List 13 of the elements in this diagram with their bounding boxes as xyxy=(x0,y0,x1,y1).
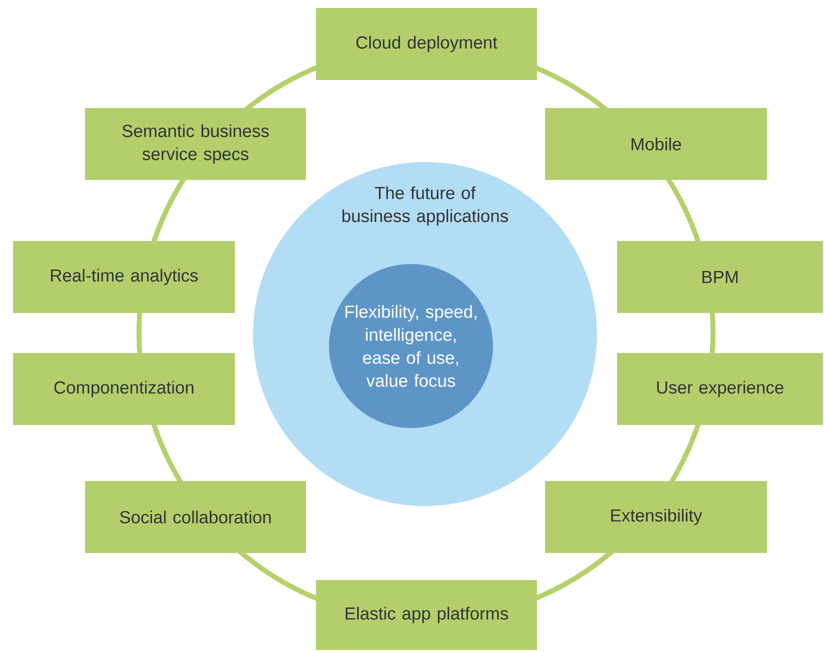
topic-box: Elastic app platforms xyxy=(316,580,537,650)
topic-box: Mobile xyxy=(545,108,767,180)
circle-label: The future of business applications xyxy=(342,186,508,226)
topic-box: Social collaboration xyxy=(85,481,306,553)
topic-box: Cloud deployment xyxy=(316,8,537,80)
topic-box: User experience xyxy=(617,353,823,425)
topic-box: Semantic business service specs xyxy=(85,108,306,180)
circle-label: Flexibility, speed, intelligence, ease of use, value focus xyxy=(346,305,476,387)
topic-box: Componentization xyxy=(13,353,235,425)
topic-box: Extensibility xyxy=(545,481,767,553)
circle xyxy=(329,264,493,428)
topic-box: BPM xyxy=(617,241,823,313)
topic-box: Real-time analytics xyxy=(13,241,235,313)
